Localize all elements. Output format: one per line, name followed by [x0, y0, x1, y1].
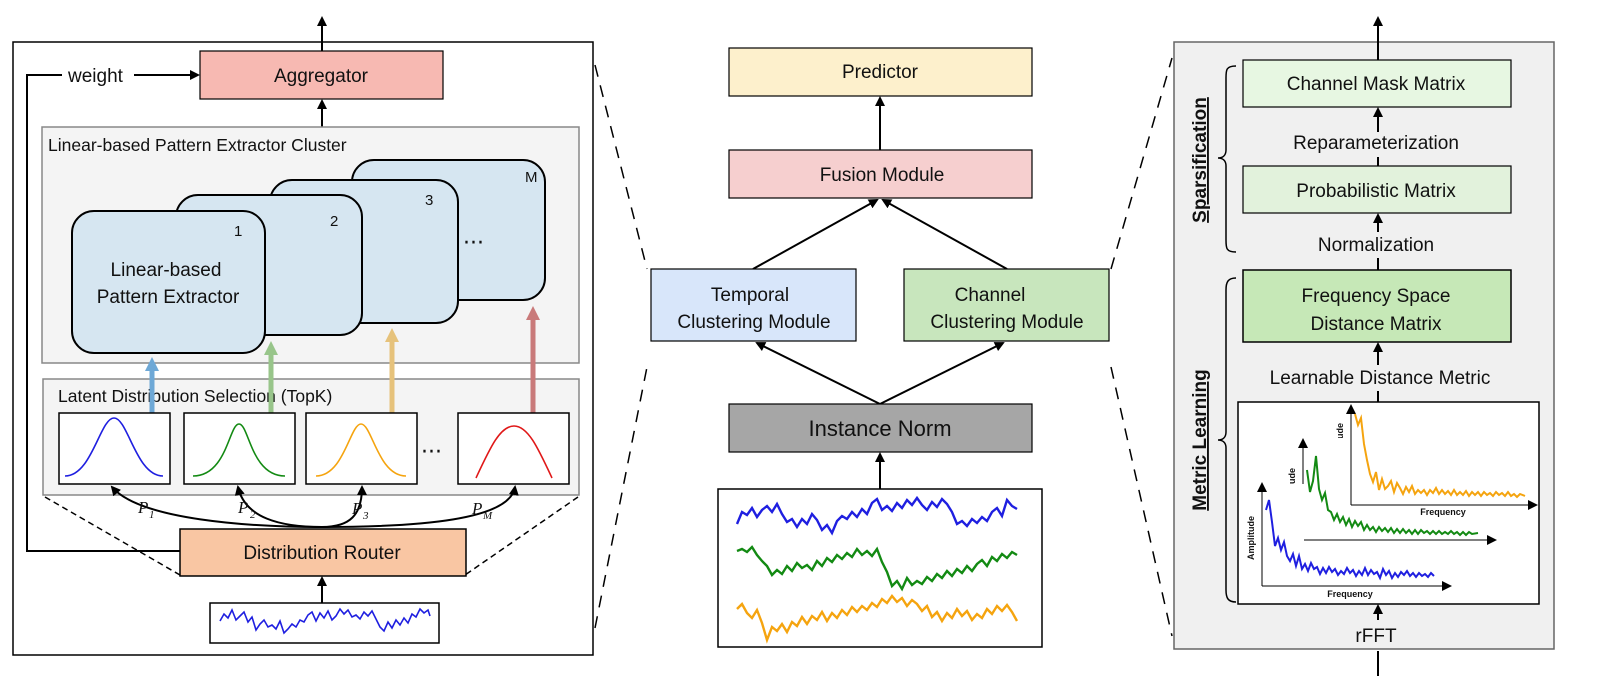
reparameterization-label: Reparameterization [1293, 133, 1459, 154]
metric-learning-brace [1217, 277, 1237, 603]
extractor-label-line1: Linear-based [111, 260, 222, 281]
svg-text:Frequency: Frequency [1420, 507, 1466, 517]
svg-text:P: P [351, 499, 362, 518]
channel-clustering-box [903, 268, 1110, 342]
right-panel: Channel Mask Matrix Reparameterization P… [1173, 16, 1555, 676]
card-index-2: 2 [330, 213, 338, 230]
input-series-box-middle [717, 488, 1043, 648]
probabilistic-matrix-label: Probabilistic Matrix [1296, 181, 1456, 202]
distribution-router-label: Distribution Router [243, 543, 401, 564]
extractor-cluster-title: Linear-based Pattern Extractor Cluster [48, 135, 347, 155]
svg-text:Frequency: Frequency [1327, 589, 1373, 599]
svg-text:M: M [482, 510, 493, 522]
temporal-to-fusion-arrow [752, 199, 879, 270]
gaussian-curve-2 [192, 423, 286, 477]
svg-text:1: 1 [149, 509, 155, 521]
weight-loop-line [26, 74, 180, 552]
router-curve-m [321, 485, 519, 528]
learnable-metric-label: Learnable Distance Metric [1270, 368, 1491, 389]
svg-text:3: 3 [362, 510, 369, 522]
svg-text:2: 2 [250, 509, 256, 521]
frequency-distance-line1: Frequency Space [1302, 286, 1451, 307]
gaussian-curve-3 [315, 423, 407, 477]
temporal-label-line2: Clustering Module [677, 312, 830, 333]
temporal-label-line1: Temporal [711, 285, 789, 306]
router-curve-1 [110, 485, 323, 528]
distribution-router-box [179, 528, 467, 577]
extractor-label-line2: Pattern Extractor [97, 287, 240, 308]
svg-text:P: P [471, 499, 482, 518]
gaussian-curve-m [475, 425, 553, 479]
norm-to-channel-arrow [879, 342, 1005, 405]
channel-label-line2: Clustering Module [930, 312, 1083, 333]
svg-text:P: P [137, 498, 148, 517]
prob-label-1: P 1 [137, 498, 155, 521]
fusion-module-label: Fusion Module [820, 165, 945, 186]
distribution-selection-title: Latent Distribution Selection (TopK) [58, 386, 332, 406]
weight-label: weight [67, 66, 124, 87]
rfft-label: rFFT [1355, 626, 1397, 647]
zoom-dash-right-top [1110, 57, 1173, 270]
input-series-box-left [209, 602, 440, 644]
channel-label-line1: Channel [955, 285, 1026, 306]
sparsification-label: Sparsification [1190, 97, 1211, 223]
router-curves [110, 485, 519, 528]
input-series-left [219, 607, 431, 635]
router-curve-2 [234, 485, 323, 528]
instance-norm-label: Instance Norm [808, 416, 951, 441]
series-blue [735, 495, 1018, 536]
card-index-1: 1 [234, 223, 242, 240]
distribution-ellipsis: ··· [421, 440, 442, 465]
temporal-clustering-box [650, 268, 857, 342]
instance-norm-box [728, 403, 1033, 453]
distribution-plot-m [457, 412, 570, 485]
norm-to-temporal-arrow [755, 342, 881, 405]
extractor-card-1 [71, 210, 266, 354]
zoom-dash-left-top [594, 64, 648, 270]
cards-ellipsis: ··· [463, 231, 484, 256]
svg-text:P: P [237, 498, 248, 517]
prob-label-2: P 2 [237, 498, 256, 521]
channel-mask-box [1242, 59, 1512, 108]
card-index-m: M [525, 169, 538, 186]
metric-learning-label: Metric Learning [1190, 369, 1211, 510]
card-index-3: 3 [425, 192, 433, 209]
channel-to-fusion-arrow [881, 199, 1008, 270]
series-green [736, 545, 1018, 592]
router-dash-left [44, 496, 181, 576]
zoom-dash-left-bottom [594, 366, 648, 629]
predictor-label: Predictor [842, 62, 919, 83]
series-orange [736, 594, 1019, 644]
spectrum-plot-blue: Amplitude Frequency [1246, 482, 1454, 599]
zoom-dash-right-bottom [1110, 366, 1173, 637]
normalization-label: Normalization [1318, 235, 1434, 256]
prob-label-m: P M [471, 499, 493, 522]
middle-panel: Predictor Fusion Module Temporal Cluster… [650, 47, 1110, 648]
channel-mask-label: Channel Mask Matrix [1287, 74, 1466, 95]
gaussian-curve-1 [64, 417, 164, 477]
frequency-distance-line2: Distance Matrix [1311, 314, 1442, 335]
sparsification-brace [1217, 65, 1237, 253]
fusion-module-box [728, 149, 1033, 199]
aggregator-box [199, 50, 444, 100]
svg-text:Amplitude: Amplitude [1246, 516, 1256, 560]
router-dash-right [464, 496, 579, 576]
aggregator-label: Aggregator [274, 66, 369, 87]
left-panel: Aggregator weight Linear-based Pattern E… [12, 16, 594, 656]
prob-label-3: P 3 [351, 499, 369, 522]
